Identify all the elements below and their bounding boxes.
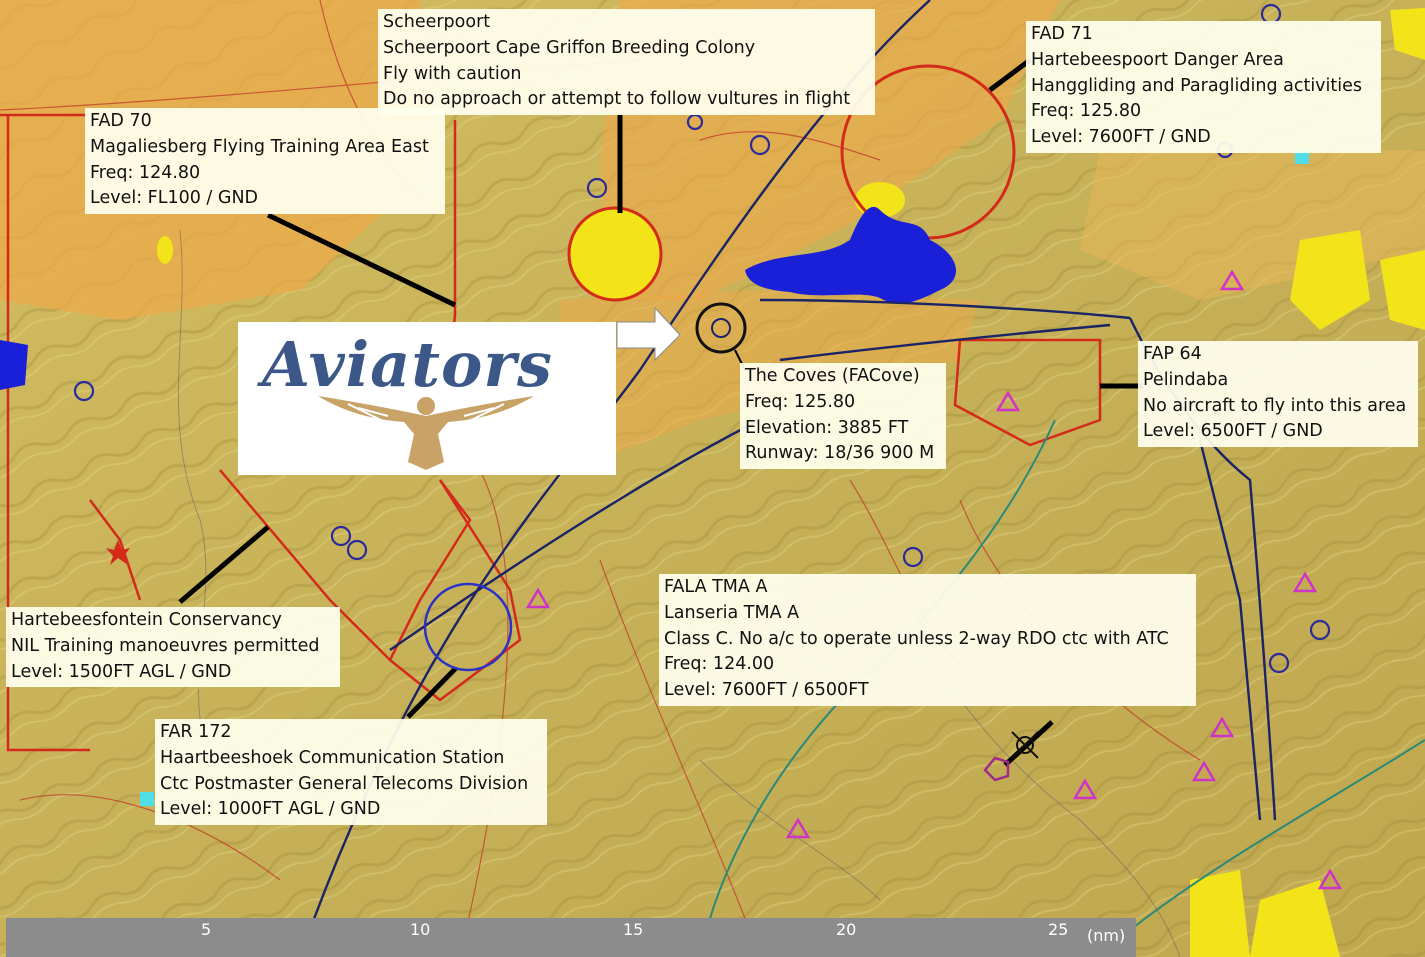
radio-mast-icon [1011,731,1039,759]
label-line: Lanseria TMA A [664,602,800,623]
label-line: Level: 1500FT AGL / GND [11,661,232,682]
label-line: Pelindaba [1143,369,1229,390]
label-line: Scheerpoort [383,12,491,32]
water-west [0,340,28,390]
label-line: Hanggliding and Paragliding activities [1031,75,1363,96]
label-line: FAD 71 [1031,24,1093,44]
label-line: Magaliesberg Flying Training Area East [90,136,429,157]
red-star-icon [106,540,130,565]
eagle-icon [318,396,534,470]
hartebeespoort-dam [745,206,957,304]
cyan-marker [1295,150,1309,164]
cyan-marker [140,792,154,806]
label-line: Freq: 124.80 [90,162,201,183]
coves-aerodrome-icon[interactable] [695,302,747,354]
label-line: Level: 6500FT / GND [1143,421,1323,442]
label-fad70[interactable]: FAD 70 Magaliesberg Flying Training Area … [85,108,445,215]
label-line: No aircraft to fly into this area [1143,395,1407,416]
scale-tick-label: 25 [1048,920,1069,939]
label-fap64[interactable]: FAP 64 Pelindaba No aircraft to fly into t… [1138,341,1418,448]
yellow-patch [1390,8,1425,60]
label-line: Hartebeesfontein Conservancy [11,610,282,630]
aviators-logo: Aviators [238,322,616,475]
label-line: FALA TMA A [664,577,768,597]
pointer-arrow-icon [616,306,681,362]
yellow-patch [1290,230,1370,330]
obstacle-triangles [525,269,1343,890]
far172-circle[interactable] [423,582,513,672]
label-line: Elevation: 3885 FT [745,417,909,438]
scale-tick-label: 10 [410,920,431,939]
scale-unit: (nm) [1087,926,1126,945]
label-line: Ctc Postmaster General Telecoms Division [160,773,529,794]
label-line: Do no approach or attempt to follow vult… [383,89,851,110]
yellow-patch [1250,880,1340,957]
yellow-patch [157,236,173,264]
label-line: Haartbeeshoek Communication Station [160,747,505,768]
label-line: NIL Training manoeuvres permitted [11,635,320,656]
yellow-patch [1380,250,1425,330]
scale-tick-label: 15 [623,920,644,939]
coves-aerodrome-core [711,318,731,338]
label-line: The Coves (FACove) [745,366,920,386]
scheerpoort-circle[interactable] [567,206,663,302]
label-line: Freq: 125.80 [745,391,856,412]
label-line: FAR 172 [160,722,232,742]
label-line: FAD 70 [90,111,152,131]
label-line: Freq: 124.00 [664,654,775,675]
label-line: Freq: 125.80 [1031,101,1142,122]
airspace-routes [298,0,1277,957]
label-line: Fly with caution [383,63,522,84]
logo-wordmark: Aviators [262,328,553,401]
label-line: Scheerpoort Cape Griffon Breeding Colony [383,37,756,58]
label-fala-tma[interactable]: FALA TMA A Lanseria TMA A Class C. No a/c … [659,574,1196,706]
scale-tick-label: 5 [201,920,212,939]
label-line: Level: FL100 / GND [90,188,259,209]
label-line: Level: 7600FT / GND [1031,127,1211,148]
label-line: FAP 64 [1143,344,1202,364]
label-line: Level: 7600FT / 6500FT [664,680,869,701]
scale-tick-label: 20 [836,920,857,939]
label-line: Class C. No a/c to operate unless 2-way … [664,628,1169,649]
hexagon-icon [983,756,1010,782]
label-line: Hartebeespoort Danger Area [1031,49,1284,70]
label-line: Level: 1000FT AGL / GND [160,799,381,820]
yellow-patch [855,182,905,218]
yellow-patch [1190,870,1250,957]
label-line: Runway: 18/36 900 M [745,443,935,464]
scale-bar [6,918,1136,957]
